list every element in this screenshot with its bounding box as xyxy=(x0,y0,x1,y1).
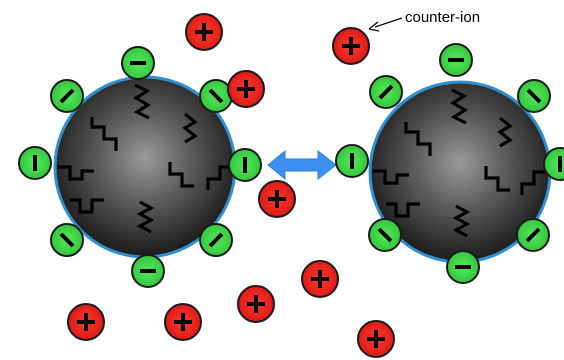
surface-chains xyxy=(373,88,546,238)
plus-ion-icon xyxy=(332,27,370,65)
minus-ion-icon xyxy=(543,147,564,181)
annotation-arrowhead xyxy=(368,21,380,32)
minus-ion-icon xyxy=(199,79,233,113)
plus-ion-icon xyxy=(67,303,105,341)
counter-ion-label: counter-ion xyxy=(405,9,480,26)
plus-ion-icon xyxy=(237,285,275,323)
plus-ion-icon xyxy=(185,13,223,51)
minus-ion-icon xyxy=(446,250,480,284)
plus-ion-icon xyxy=(258,180,296,218)
minus-ion-icon xyxy=(335,144,369,178)
minus-ion-icon xyxy=(369,75,403,109)
minus-ion-icon xyxy=(368,218,402,252)
minus-ion-icon xyxy=(517,79,551,113)
minus-ion-icon xyxy=(131,254,165,288)
plus-ion-icon xyxy=(301,260,339,298)
minus-ion-icon xyxy=(121,46,155,80)
minus-ion-icon xyxy=(439,43,473,77)
particle-right xyxy=(368,80,552,264)
plus-ion-icon xyxy=(227,70,265,108)
minus-ion-icon xyxy=(199,223,233,257)
minus-ion-icon xyxy=(50,223,84,257)
minus-ion-icon xyxy=(228,148,262,182)
minus-ion-icon xyxy=(516,218,550,252)
minus-ion-icon xyxy=(18,146,52,180)
plus-ion-icon xyxy=(164,303,202,341)
counter-ion-annotation: counter-ion xyxy=(368,9,480,32)
surface-chains xyxy=(58,83,232,234)
double-arrow-icon xyxy=(267,149,337,181)
plus-ion-icon xyxy=(357,320,395,358)
minus-ion-icon xyxy=(50,79,84,113)
annotation-arrow-line xyxy=(374,17,403,28)
